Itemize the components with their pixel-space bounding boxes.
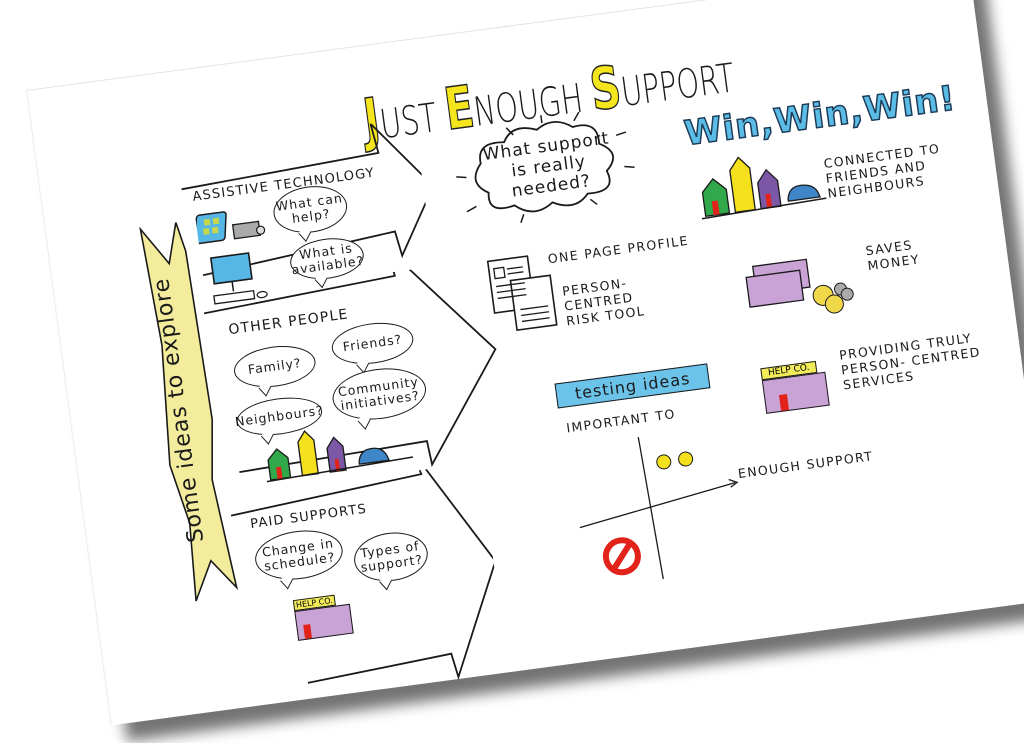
thought-cloud-icon [456, 111, 635, 223]
document-label-one-page-profile: ONE PAGE PROFILE [546, 232, 690, 267]
document-icon [486, 255, 558, 332]
arrow-assistive-technology-icon [181, 120, 433, 277]
houses-and-car-icon [266, 430, 414, 483]
title-word-support: UPPORT [618, 55, 738, 117]
arrow-paid-supports-icon [230, 462, 497, 684]
document-label-risk-tool: PERSON-CENTRED RISK TOOL [561, 275, 646, 329]
side-ribbon-icon [139, 222, 239, 602]
houses-and-car-icon [701, 156, 827, 220]
win-item-saves-money: SAVES MONEY [864, 237, 921, 274]
no-entry-icon [602, 537, 641, 576]
computer-icon [209, 252, 268, 305]
help-co-building-icon: HELP CO. [292, 592, 358, 641]
testing-ideas-banner: testing ideas [554, 363, 711, 409]
lightbulb-icon [678, 451, 694, 467]
tablet-icon [194, 211, 266, 245]
win-item-person-centred: PROVIDING TRULY PERSON- CENTRED SERVICES [838, 330, 982, 393]
axis-label-enough-support: ENOUGH SUPPORT [737, 448, 875, 482]
win-item-connected: CONNECTED TO FRIENDS AND NEIGHBOURS [822, 140, 942, 201]
lightbulb-icon [656, 454, 672, 470]
help-co-building-icon: HELP CO. [760, 359, 835, 414]
money-icon [745, 258, 854, 314]
arrow-other-people-icon [203, 258, 497, 474]
quadrant-axes-icon [579, 436, 739, 580]
paper-sheet: JUST ENOUGH SUPPORT Some ideas to explor… [26, 0, 1024, 726]
